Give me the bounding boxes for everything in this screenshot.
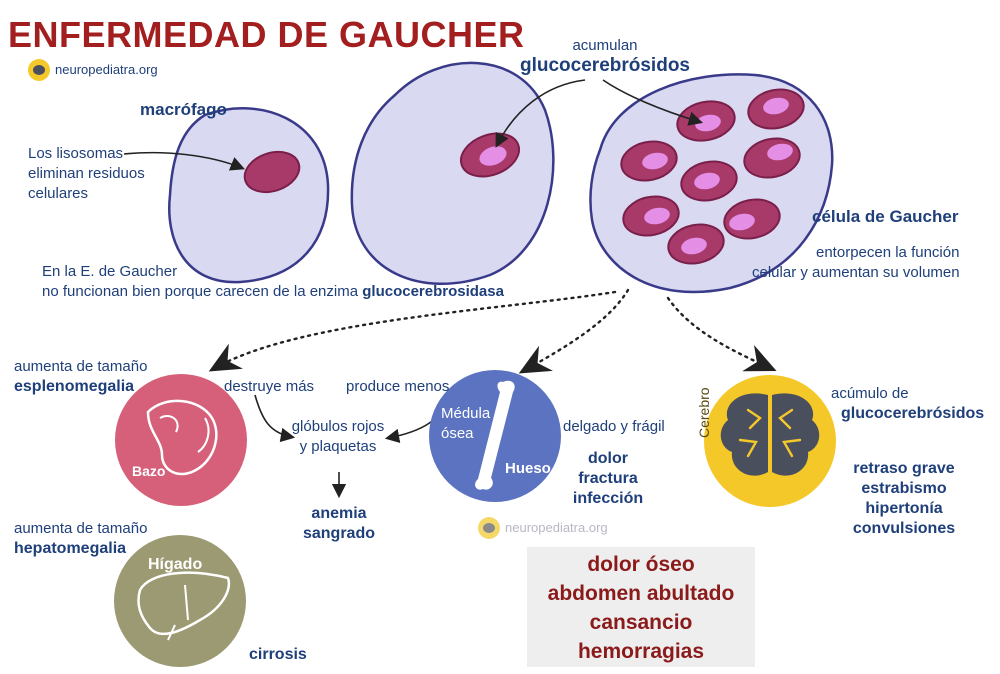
liver-condition: hepatomegalia (14, 540, 127, 557)
brain-logo-icon-2 (478, 517, 500, 539)
spleen-size-text: aumenta de tamaño (14, 358, 148, 375)
bleeding-text: sangrado (302, 525, 375, 542)
gaucher-cell-label: célula de Gaucher (812, 207, 959, 226)
bone-symptom-2: fractura (578, 470, 638, 487)
brand-watermark: neuropediatra.org (505, 520, 608, 535)
destroys-text: destruye más (224, 378, 315, 395)
macrophage-cell (168, 107, 330, 284)
accumulate-label: acumulan (572, 37, 638, 54)
gaucher-cell-desc-2: celular y aumentan su volumen (752, 264, 960, 281)
cirrhosis-text: cirrosis (249, 646, 307, 663)
dotted-arrow-brain (666, 296, 777, 372)
brand-label: neuropediatra.org (55, 62, 158, 77)
brain-accum-1: acúmulo de (831, 385, 909, 402)
brain-symptom-3: hipertonía (865, 500, 943, 517)
brain-symptom-2: estrabismo (861, 480, 947, 497)
macrophage-label: macrófago (140, 100, 227, 119)
spleen-icon (115, 374, 247, 506)
accumulate-arrow-right (602, 79, 704, 126)
enzyme-text-1: En la E. de Gaucher (42, 263, 178, 280)
produces-text: produce menos (346, 378, 450, 395)
glucocerebrosides-label: glucocerebrósidos (520, 55, 690, 76)
lysosome-text-1: Los lisosomas (28, 145, 124, 162)
blood-cells-2: y plaquetas (299, 438, 377, 455)
dotted-arrow-spleen (208, 290, 617, 372)
enzyme-text-prefix: no funcionan bien porque carecen de la e… (42, 283, 363, 300)
marrow-label-1: Médula (441, 405, 491, 422)
destroys-arrow (254, 394, 296, 443)
bone-icon (429, 370, 561, 502)
bone-symptom-1: dolor (588, 450, 628, 467)
blood-cells-1: glóbulos rojos (291, 418, 385, 435)
brain-accum-2: glucocerebrósidos (841, 405, 985, 422)
liver-organ-label: Hígado (148, 556, 203, 573)
brain-logo-icon (28, 59, 50, 81)
bone-label: Hueso (505, 460, 551, 477)
brain-symptom-1: retraso grave (853, 460, 955, 477)
gaucher-cell-desc-1: entorpecen la función (816, 244, 960, 261)
bone-symptom-3: infección (572, 490, 644, 507)
liver-icon (114, 535, 246, 667)
spleen-condition: esplenomegalia (14, 378, 135, 395)
macrophage-cell-accumulating (350, 61, 555, 285)
anemia-text: anemia (311, 505, 367, 522)
summary-box: dolor óseo abdomen abultado cansancio he… (527, 547, 755, 667)
summary-item-4: hemorragias (577, 640, 705, 663)
brain-icon (704, 375, 836, 507)
marrow-label-2: ósea (441, 425, 474, 442)
lysosome-arrow (123, 151, 245, 171)
enzyme-name: glucocerebrosidasa (362, 283, 504, 300)
accumulate-arrow-left (495, 79, 586, 148)
lysosome-text-3: celulares (28, 185, 89, 202)
spleen-organ-label: Bazo (132, 463, 166, 479)
liver-size-text: aumenta de tamaño (14, 520, 148, 537)
enzyme-text-2: no funcionan bien porque carecen de la e… (42, 282, 504, 302)
brain-symptom-4: convulsiones (852, 520, 956, 537)
brain-organ-label: Cerebro (696, 387, 712, 438)
summary-item-3: cansancio (589, 611, 693, 634)
bone-description: delgado y frágil (563, 418, 665, 435)
lysosome-text-2: eliminan residuos (28, 165, 145, 182)
summary-item-2: abdomen abultado (547, 582, 735, 605)
dotted-arrow-bone (518, 288, 630, 374)
page-title: ENFERMEDAD DE GAUCHER (8, 14, 525, 55)
gaucher-cell (589, 73, 834, 294)
summary-item-1: dolor óseo (587, 553, 695, 576)
